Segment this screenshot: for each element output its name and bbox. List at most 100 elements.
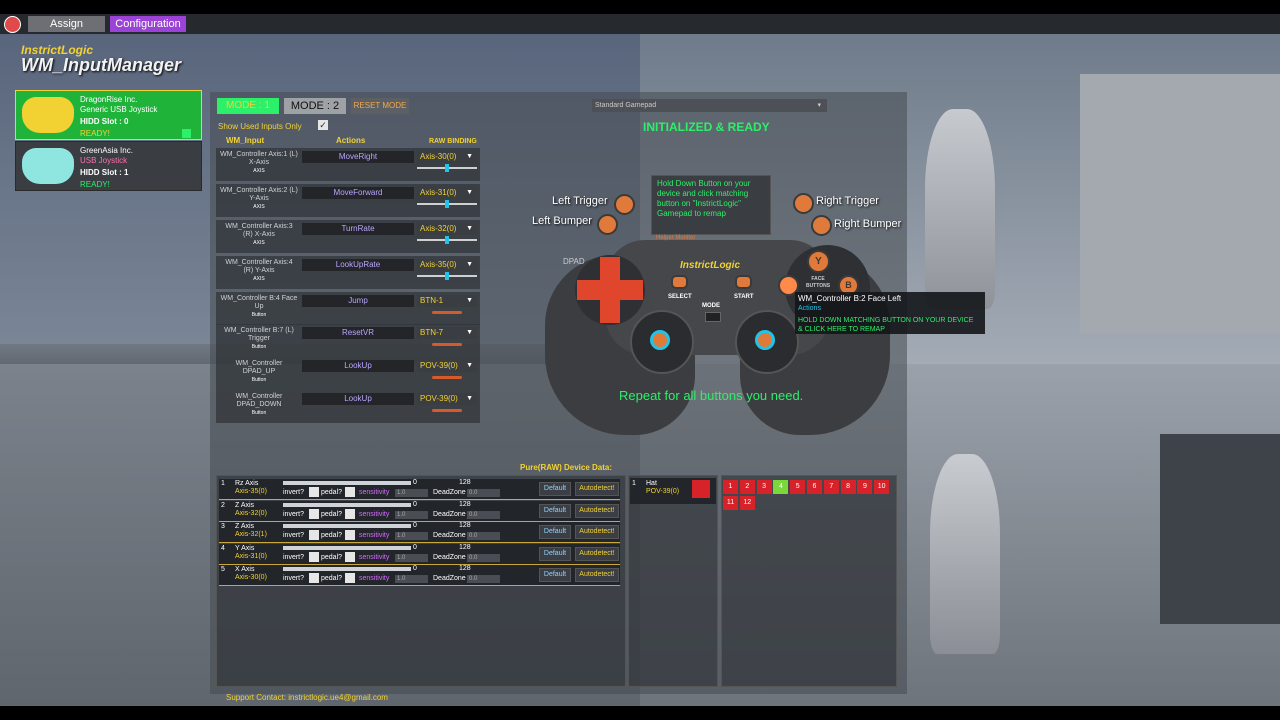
pedal-checkbox[interactable] (345, 573, 355, 583)
raw-binding-select[interactable]: BTN-7▼ (417, 327, 477, 339)
reset-mode-button[interactable]: RESET MODE (351, 98, 409, 114)
invert-checkbox[interactable] (309, 530, 319, 540)
sensitivity-field[interactable]: 1.0 (395, 489, 428, 497)
slider-knob[interactable] (445, 272, 449, 280)
select-button[interactable] (671, 275, 688, 289)
sensitivity-field[interactable]: 1.0 (395, 510, 428, 519)
autodetect-button[interactable]: Autodetect! (575, 482, 619, 496)
axis-slider[interactable] (417, 272, 477, 280)
face-button-x[interactable] (778, 275, 799, 296)
left-stick[interactable] (630, 310, 694, 374)
left-trigger-button[interactable] (614, 194, 635, 215)
axis-slider[interactable] (417, 164, 477, 172)
invert-checkbox[interactable] (309, 573, 319, 583)
sensitivity-field[interactable]: 1.0 (395, 532, 428, 540)
binding-action: LookUpRate (302, 259, 414, 271)
axis-number: 5 (221, 566, 225, 573)
device-card-0[interactable]: DragonRise Inc. Generic USB Joystick HID… (15, 90, 202, 140)
axis-slider[interactable] (417, 200, 477, 208)
deadzone-field[interactable]: 0.0 (467, 532, 500, 540)
invert-label: invert? (283, 510, 305, 518)
axis-id: Axis-30(0) (235, 574, 267, 581)
default-button[interactable]: Default (539, 482, 571, 496)
close-icon[interactable] (4, 16, 21, 33)
show-used-checkbox[interactable]: ✓ (318, 120, 328, 130)
right-stick[interactable] (735, 310, 799, 374)
binding-action: LookUp (302, 360, 414, 372)
face-button-y[interactable]: Y (807, 250, 830, 273)
dpad-horizontal[interactable] (577, 280, 643, 300)
raw-binding-select[interactable]: Axis-31(0)▼ (417, 187, 477, 199)
raw-binding-select[interactable]: Axis-35(0)▼ (417, 259, 477, 271)
remap-tooltip[interactable]: WM_Controller B:2 Face Left Actions HOLD… (795, 292, 985, 334)
configuration-tab[interactable]: Configuration (110, 16, 186, 32)
pedal-checkbox[interactable] (345, 487, 355, 497)
deadzone-field[interactable]: 0.0 (467, 510, 500, 519)
mode-button[interactable] (705, 312, 721, 322)
axis-value-bar (283, 524, 411, 528)
default-button[interactable]: Default (539, 546, 571, 561)
axis-center: 128 (459, 543, 471, 551)
gamepad-icon (22, 97, 74, 133)
tooltip-title: WM_Controller B:2 Face Left (798, 294, 902, 303)
default-button[interactable]: Default (539, 503, 571, 518)
raw-binding-select[interactable]: POV-39(0)▼ (417, 393, 477, 405)
device-card-1[interactable]: GreenAsia Inc. USB Joystick HIDD Slot : … (15, 141, 202, 191)
autodetect-button[interactable]: Autodetect! (575, 568, 619, 582)
raw-binding-select[interactable]: Axis-30(0)▼ (417, 151, 477, 163)
pedal-checkbox[interactable] (345, 508, 355, 519)
axis-slider[interactable] (417, 236, 477, 244)
invert-checkbox[interactable] (309, 508, 319, 519)
default-button[interactable]: Default (539, 568, 571, 582)
gamepad-brand: InstrictLogic (680, 260, 741, 271)
sensitivity-field[interactable]: 1.0 (395, 575, 428, 583)
device-vendor: DragonRise Inc. (80, 95, 138, 104)
tooltip-sub: Actions (798, 305, 821, 312)
axis-value: 0 (413, 522, 417, 529)
deadzone-field[interactable]: 0.0 (467, 553, 500, 562)
right-trigger-button[interactable] (793, 193, 814, 214)
assign-tab[interactable]: Assign (28, 16, 105, 32)
raw-binding-select[interactable]: Axis-32(0)▼ (417, 223, 477, 235)
start-button[interactable] (735, 275, 752, 289)
deadzone-field[interactable]: 0.0 (467, 489, 500, 497)
button-state-bar (432, 376, 462, 379)
autodetect-button[interactable]: Autodetect! (575, 503, 619, 518)
slider-knob[interactable] (445, 164, 449, 172)
sensitivity-label: sensitivity (359, 553, 390, 561)
slider-knob[interactable] (445, 236, 449, 244)
raw-button-cell: 6 (807, 480, 822, 494)
sensitivity-field[interactable]: 1.0 (395, 553, 428, 562)
right-wall (1160, 434, 1280, 624)
invert-checkbox[interactable] (309, 551, 319, 562)
repeat-instruction: Repeat for all buttons you need. (619, 388, 804, 403)
raw-binding-select[interactable]: POV-39(0)▼ (417, 360, 477, 372)
invert-checkbox[interactable] (309, 487, 319, 497)
left-bumper-button[interactable] (597, 214, 618, 235)
deadzone-label: DeadZone (433, 510, 466, 518)
device-type: Generic USB Joystick (80, 105, 158, 114)
right-bumper-button[interactable] (811, 215, 832, 236)
mode-1-button[interactable]: MODE : 1 (217, 98, 279, 114)
pedal-label: pedal? (321, 510, 343, 518)
gamepad-select[interactable]: Standard Gamepad ▾ (592, 99, 827, 112)
invert-label: invert? (283, 532, 305, 539)
axis-value: 0 (413, 565, 417, 572)
pedal-checkbox[interactable] (345, 530, 355, 540)
device-status: READY! (80, 180, 110, 189)
slider-knob[interactable] (445, 200, 449, 208)
default-button[interactable]: Default (539, 525, 571, 539)
autodetect-button[interactable]: Autodetect! (575, 546, 619, 561)
mode-2-button[interactable]: MODE : 2 (284, 98, 346, 114)
raw-binding-select[interactable]: BTN-1▼ (417, 295, 477, 307)
autodetect-button[interactable]: Autodetect! (575, 525, 619, 539)
axis-number: 4 (221, 544, 225, 552)
axis-value: 0 (413, 543, 417, 551)
deadzone-field[interactable]: 0.0 (467, 575, 500, 583)
pedal-checkbox[interactable] (345, 551, 355, 562)
